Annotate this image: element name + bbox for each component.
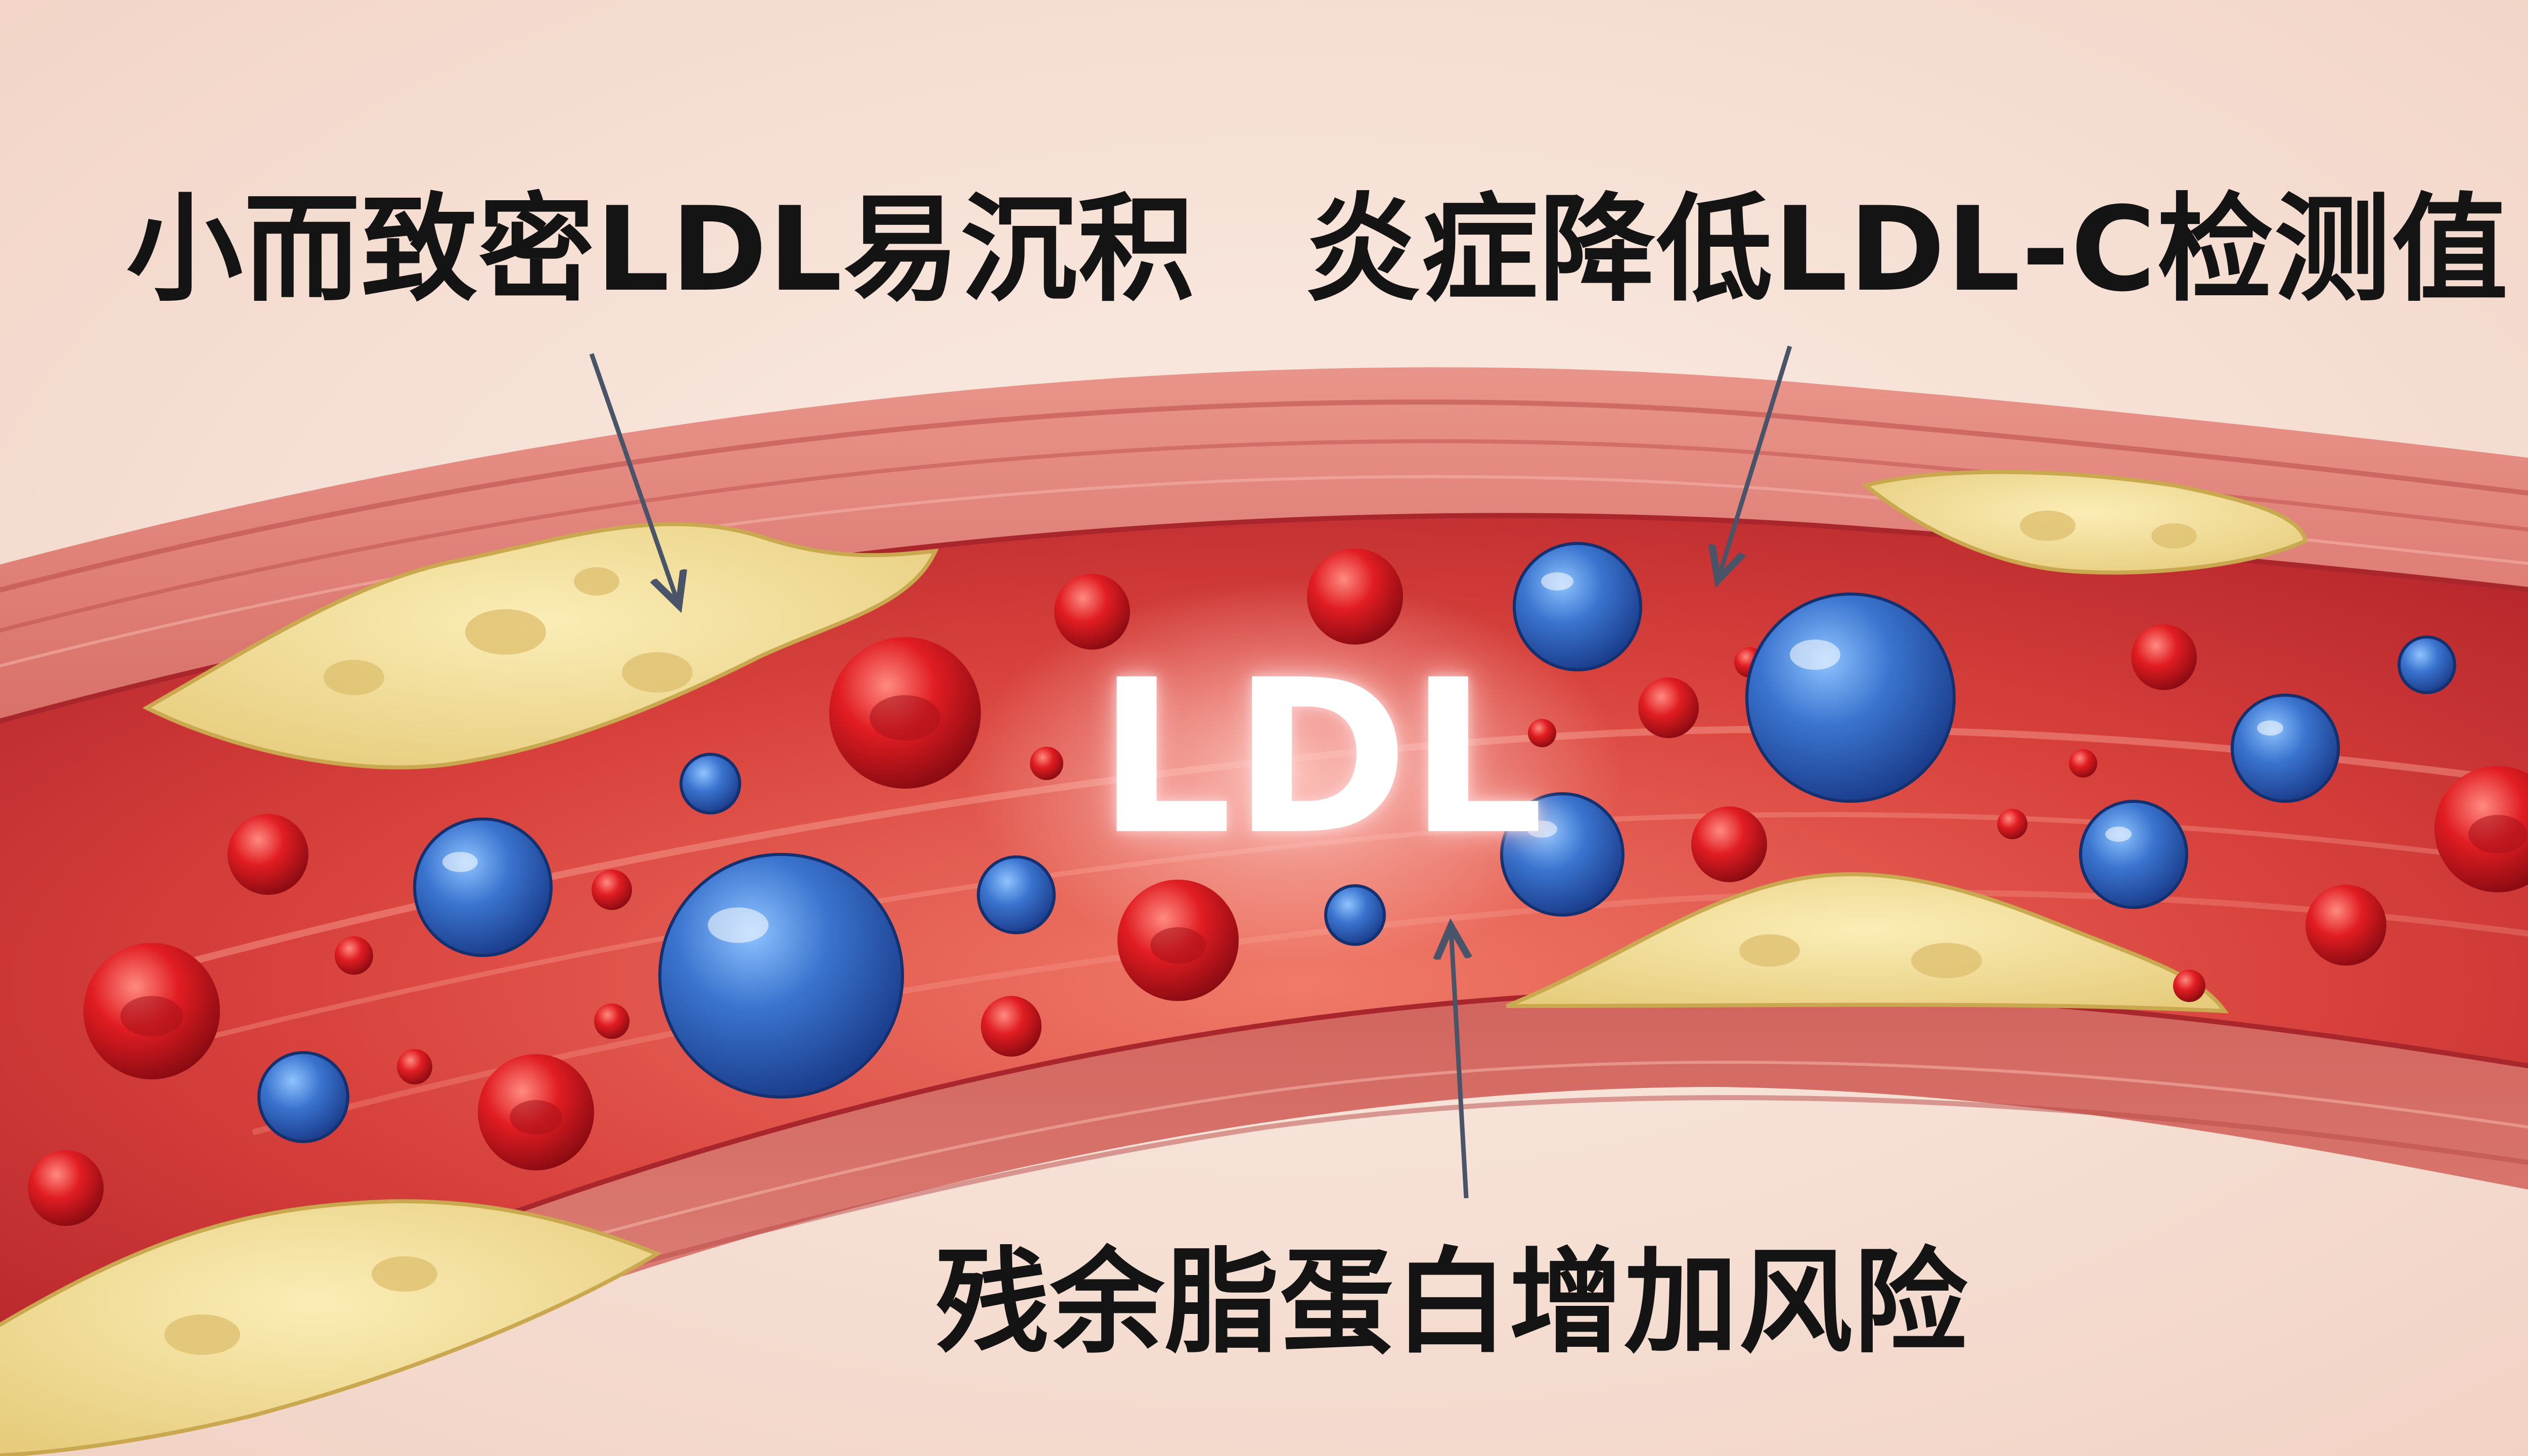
red-blood-cell-icon: [1054, 574, 1130, 650]
ldl-particle-icon: [257, 1051, 349, 1143]
red-blood-cell-icon: [228, 814, 308, 895]
callout-small-dense-ldl: 小而致密LDL易沉积: [126, 183, 1196, 317]
callout-inflammation: 炎症降低LDL-C检测值: [1304, 183, 2509, 317]
red-blood-cell-icon: [981, 996, 1042, 1057]
wall-texture-top: [0, 399, 2528, 593]
plaque-bottom-left-icon: [0, 1199, 662, 1456]
red-blood-cell-icon: [592, 870, 632, 910]
arrow-icon: [1719, 345, 1792, 576]
plaque-top-left-icon: [142, 522, 939, 769]
red-blood-cell-icon: [1307, 549, 1403, 645]
ldl-particle-icon: [977, 855, 1056, 934]
red-blood-cell-icon: [2069, 749, 2097, 778]
ldl-particle-icon: [658, 853, 904, 1099]
red-blood-cell-icon: [397, 1049, 432, 1084]
red-blood-cell-icon: [1638, 677, 1699, 738]
ldl-particle-icon: [1324, 884, 1386, 946]
ldl-particle-icon: [2398, 635, 2456, 694]
red-blood-cell-icon: [2173, 970, 2205, 1002]
plaque-bottom-right-icon: [1506, 872, 2229, 1014]
red-blood-cell-icon: [1030, 747, 1063, 780]
arrow-icon: [589, 353, 678, 602]
red-blood-cell-icon: [1997, 809, 2027, 839]
red-blood-cell-icon: [2131, 624, 2197, 690]
red-blood-cell-icon: [1691, 806, 1767, 882]
red-blood-cell-icon: [2306, 885, 2386, 966]
ldl-center-label: LDL: [1097, 634, 1544, 882]
red-blood-cell-icon: [1528, 719, 1556, 747]
ldl-particle-icon: [413, 817, 553, 957]
ldl-particle-icon: [2231, 694, 2340, 803]
ldl-particle-icon: [2079, 800, 2188, 909]
arrow-icon: [1451, 930, 1466, 1199]
callout-remnant-lipoprotein: 残余脂蛋白增加风险: [935, 1237, 1968, 1369]
center-glow: [966, 581, 1623, 966]
red-blood-cell-icon: [335, 936, 373, 975]
ldl-particle-icon: [1745, 593, 1956, 803]
red-blood-cells: [28, 549, 2528, 1226]
red-blood-cell-icon: [28, 1150, 104, 1226]
plaque-top-right-icon: [1861, 470, 2308, 575]
ldl-particle-icon: [680, 753, 741, 814]
red-blood-cell-icon: [594, 1004, 629, 1039]
